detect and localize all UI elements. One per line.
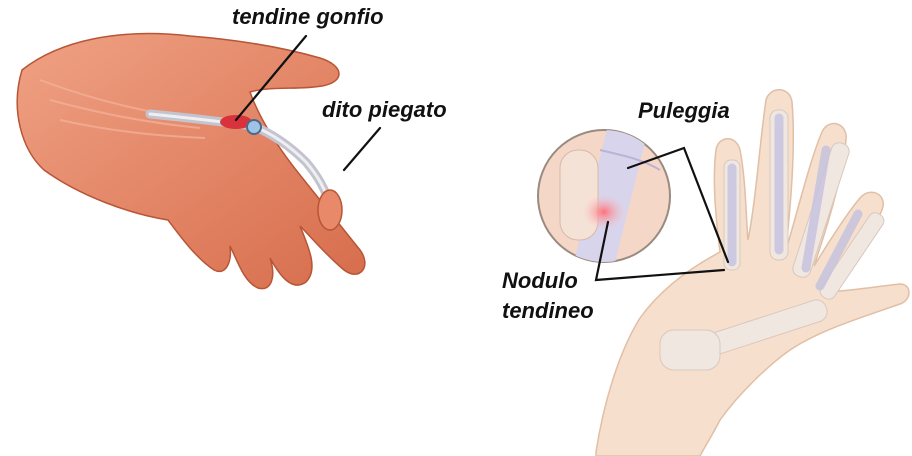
bent-finger-tip — [318, 190, 342, 230]
label-dito-piegato: dito piegato — [322, 97, 447, 123]
label-nodulo-line1: Nodulo — [502, 268, 578, 294]
tendon-pulley-ring — [247, 120, 261, 134]
right-hand-bones — [660, 110, 887, 370]
right-hand-illustration — [538, 90, 909, 456]
label-nodulo-line2: tendineo — [502, 298, 594, 324]
left-hand-palm — [17, 34, 365, 289]
tendon-nodule — [582, 194, 626, 230]
zoom-inset — [538, 127, 670, 273]
leader-dito-piegato — [344, 128, 380, 170]
label-tendine-gonfio: tendine gonfio — [232, 4, 384, 30]
label-puleggia: Puleggia — [638, 98, 730, 124]
left-hand-illustration — [17, 34, 365, 289]
